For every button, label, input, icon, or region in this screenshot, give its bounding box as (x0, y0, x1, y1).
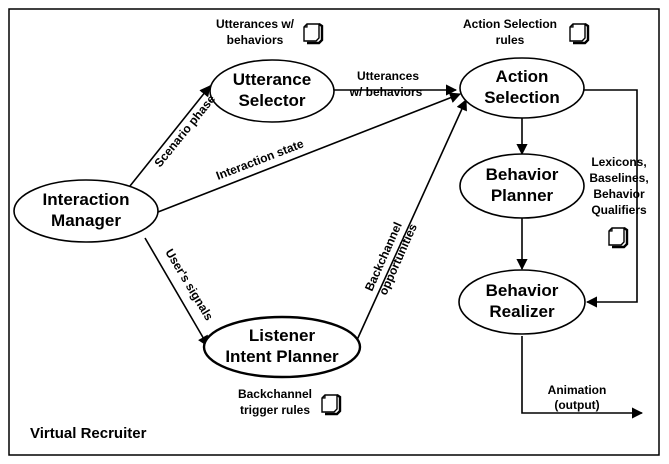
behavior-planner-line1: Behavior (486, 165, 559, 184)
utterance-selector-line1: Utterance (233, 70, 311, 89)
node-action-selection: Action Selection (459, 57, 585, 119)
scenario-phase-label: Scenario phase (151, 92, 218, 170)
lexicons-line2: Baselines, (589, 171, 648, 185)
utterance-selector-line2: Selector (238, 91, 305, 110)
action-selection-line1: Action (496, 67, 549, 86)
behavior-realizer-line2: Realizer (489, 302, 555, 321)
edges (129, 84, 644, 419)
utterances-resource-line2: behaviors (227, 33, 284, 47)
edge-backchannel-opportunities (356, 98, 467, 341)
node-utterance-selector: Utterance Selector (209, 59, 335, 123)
behavior-planner-line2: Planner (491, 186, 554, 205)
edge-scenario-phase (129, 85, 211, 187)
utterances-edge-label-line1: Utterances (357, 69, 419, 83)
edge-animation-output (521, 336, 644, 419)
resource-utterances: Utterances w/ behaviors (216, 17, 324, 47)
utterances-resource-line1: Utterances w/ (216, 17, 295, 31)
node-interaction-manager: Interaction Manager (13, 179, 159, 243)
utterance-selector-ellipse (209, 59, 335, 123)
action-rules-line2: rules (496, 33, 525, 47)
node-behavior-realizer: Behavior Realizer (458, 269, 586, 335)
node-behavior-planner: Behavior Planner (459, 153, 585, 219)
outer-frame (8, 8, 660, 456)
backchannel-rules-line2: trigger rules (240, 403, 310, 417)
lexicons-line1: Lexicons, (591, 155, 646, 169)
document-icon (568, 22, 590, 45)
animation-label-line1: Animation (548, 383, 607, 397)
behavior-planner-ellipse (459, 153, 585, 219)
behavior-realizer-ellipse (458, 269, 586, 335)
document-icon (302, 22, 324, 45)
listener-intent-planner-line2: Intent Planner (225, 347, 339, 366)
interaction-manager-line1: Interaction (43, 190, 130, 209)
listener-intent-planner-line1: Listener (249, 326, 316, 345)
interaction-manager-line2: Manager (51, 211, 121, 230)
action-selection-line2: Selection (484, 88, 560, 107)
edge-action-to-realizer (583, 89, 638, 308)
backchannel-rules-line1: Backchannel (238, 387, 312, 401)
lexicons-line4: Qualifiers (591, 203, 647, 217)
behavior-realizer-line1: Behavior (486, 281, 559, 300)
resource-backchannel-rules: Backchannel trigger rules (238, 387, 342, 417)
edge-users-signals (144, 237, 209, 347)
action-selection-ellipse (459, 57, 585, 119)
resource-action-rules: Action Selection rules (463, 17, 590, 47)
document-icon (607, 226, 629, 249)
edge-interaction-state (157, 92, 462, 213)
lexicons-line3: Behavior (593, 187, 645, 201)
users-signals-label: User's signals (162, 246, 216, 323)
resource-lexicons: Lexicons, Baselines, Behavior Qualifiers (589, 155, 649, 249)
document-icon (320, 393, 342, 416)
interaction-manager-ellipse (13, 179, 159, 243)
utterances-edge-label-line2: w/ behaviors (349, 85, 423, 99)
action-rules-line1: Action Selection (463, 17, 557, 31)
animation-label-line2: (output) (554, 398, 599, 412)
diagram-title: Virtual Recruiter (30, 425, 147, 442)
node-listener-intent-planner: Listener Intent Planner (202, 315, 362, 379)
listener-intent-planner-ellipse (202, 315, 362, 379)
